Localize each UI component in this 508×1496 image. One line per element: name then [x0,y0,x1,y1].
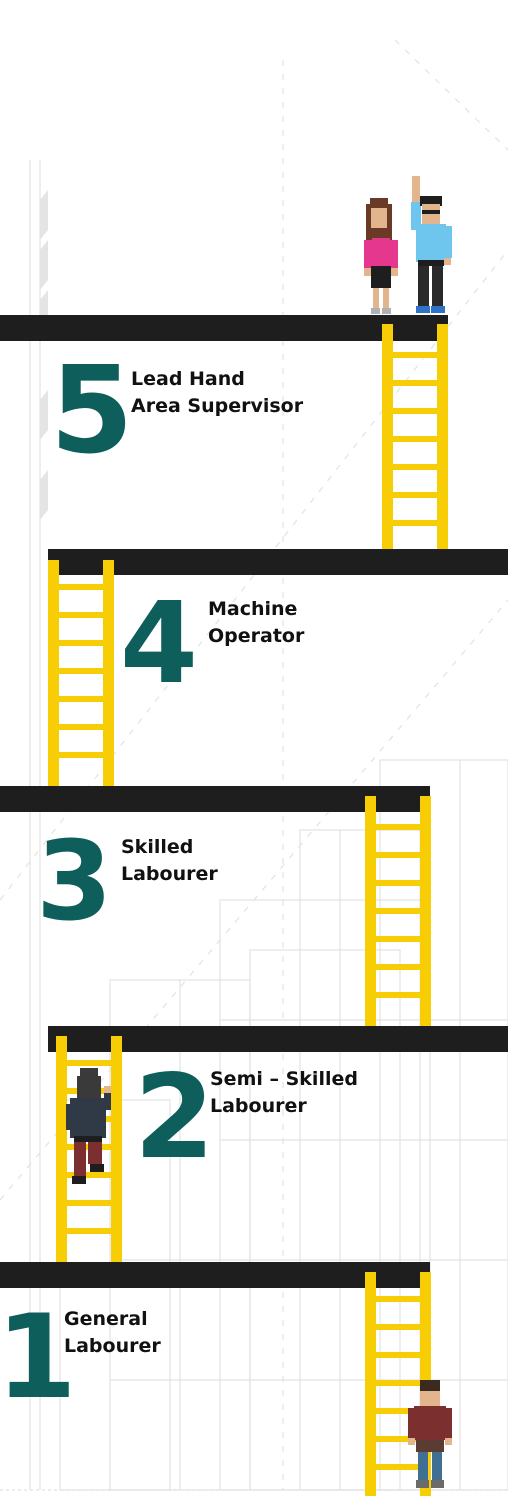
ladder-level-5 [382,324,448,552]
level-label-1-line1: General [64,1308,148,1330]
level-label-4-line2: Operator [208,625,305,647]
level-label-1-line2: Labourer [64,1335,161,1357]
pixel-woman-figure [364,198,398,314]
level-number-1: 1 [0,1290,77,1425]
ladder-level-4 [48,560,114,788]
level-label-5-line2: Area Supervisor [131,395,304,417]
level-label-2-line2: Labourer [210,1095,307,1117]
level-number-3: 3 [36,817,113,945]
platform-level-2 [48,1026,508,1052]
level-label-4-line1: Machine [208,598,298,620]
level-label-2-line1: Semi – Skilled [210,1068,358,1090]
level-number-2: 2 [134,1050,215,1185]
platform-level-3 [0,786,430,812]
pixel-man-standing-figure [408,1380,452,1488]
level-label-5-line1: Lead Hand [131,368,245,390]
level-label-3: Skilled Labourer [121,834,218,888]
platform-level-5 [0,315,448,341]
level-number-5: 5 [50,342,133,481]
ladder-level-3 [365,796,431,1028]
platform-level-4 [48,549,508,575]
pixel-man-waving-figure [411,176,452,313]
platform-level-1 [0,1262,430,1288]
level-label-3-line2: Labourer [121,863,218,885]
level-label-2: Semi – Skilled Labourer [210,1066,358,1120]
pixel-climber-figure [66,1068,111,1184]
level-label-4: Machine Operator [208,596,304,650]
level-number-4: 4 [120,579,198,709]
level-label-3-line1: Skilled [121,836,194,858]
level-label-1: General Labourer [64,1306,161,1360]
level-label-5: Lead Hand Area Supervisor [131,366,303,420]
